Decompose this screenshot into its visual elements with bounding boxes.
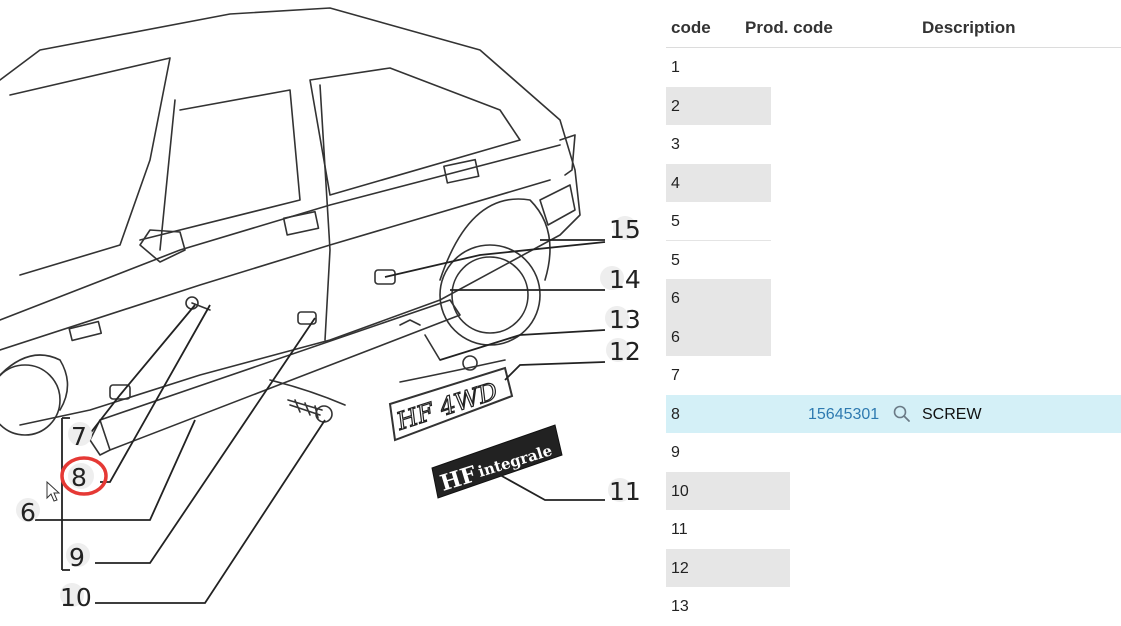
car-body-outline [0, 7, 581, 426]
row-code: 3 [671, 136, 680, 153]
table-row[interactable]: 3 [666, 125, 1121, 164]
table-row[interactable]: 6 [666, 317, 1121, 356]
callout-8-highlight-ring [60, 456, 108, 496]
row-code: 2 [671, 97, 680, 115]
callout-15[interactable]: 15 [609, 215, 641, 244]
row-code: 12 [671, 559, 689, 577]
table-row[interactable]: 5 [666, 202, 1121, 241]
prod-code-link[interactable]: 15645301 [808, 405, 880, 423]
sill-moulding [89, 299, 461, 456]
row-description: SCREW [922, 405, 982, 423]
table-row[interactable]: 5 [666, 241, 1121, 280]
row-code: 13 [671, 598, 689, 615]
table-row[interactable]: 6 [666, 279, 1121, 318]
row-code: 6 [671, 328, 680, 346]
rear-wheel [439, 198, 551, 281]
row-shading [666, 548, 790, 587]
row-code: 7 [671, 367, 680, 384]
hf-integrale-badge: HF integrale [431, 424, 563, 499]
parts-diagram: HF 4WD HF integrale 15 14 13 12 11 10 9 … [0, 7, 641, 612]
table-row[interactable]: 2 [666, 86, 1121, 125]
callout-6[interactable]: 6 [20, 498, 36, 527]
table-row[interactable]: 7 [666, 356, 1121, 395]
row-code: 8 [671, 405, 680, 423]
table-row[interactable]: 13 [666, 587, 1121, 626]
table-row[interactable]: 4 [666, 163, 1121, 202]
hf-4wd-badge: HF 4WD [388, 366, 514, 442]
row-code: 11 [671, 521, 688, 538]
row-shading [666, 279, 771, 318]
row-shading [666, 163, 771, 202]
col-header-prod-code[interactable]: Prod. code [745, 18, 833, 37]
row-code: 9 [671, 444, 680, 461]
row-code: 1 [671, 59, 680, 76]
row-code: 6 [671, 290, 680, 307]
row-code: 5 [671, 213, 680, 230]
table-header: code Prod. code Description [666, 0, 1121, 48]
row-code: 10 [671, 482, 689, 500]
callout-13[interactable]: 13 [609, 305, 641, 334]
row-code: 5 [671, 251, 680, 269]
table-row[interactable]: 11 [666, 510, 1121, 549]
car-windows [9, 57, 521, 276]
row-divider [666, 239, 771, 241]
mouse-cursor-icon [46, 480, 61, 502]
callout-7[interactable]: 7 [71, 422, 87, 451]
callout-12[interactable]: 12 [609, 337, 641, 366]
row-code: 4 [671, 174, 680, 192]
table-row[interactable]: 10 [666, 471, 1121, 510]
table-row[interactable]: 9 [666, 433, 1121, 472]
callout-8[interactable]: 8 [71, 463, 87, 492]
row-shading [666, 317, 771, 356]
callout-11[interactable]: 11 [609, 477, 641, 506]
col-header-description[interactable]: Description [922, 18, 1016, 37]
row-shading [666, 86, 771, 125]
callout-14[interactable]: 14 [609, 265, 641, 294]
table-row[interactable]: 12 [666, 548, 1121, 587]
col-header-code[interactable]: code [671, 18, 711, 37]
table-row[interactable]: 8 15645301 SCREW [666, 394, 1121, 433]
table-row[interactable]: 1 [666, 48, 1121, 87]
row-shading [666, 471, 790, 510]
front-wheel [0, 354, 69, 411]
callout-10[interactable]: 10 [60, 583, 92, 612]
callout-9[interactable]: 9 [69, 543, 85, 572]
magnifier-icon[interactable] [892, 404, 912, 424]
